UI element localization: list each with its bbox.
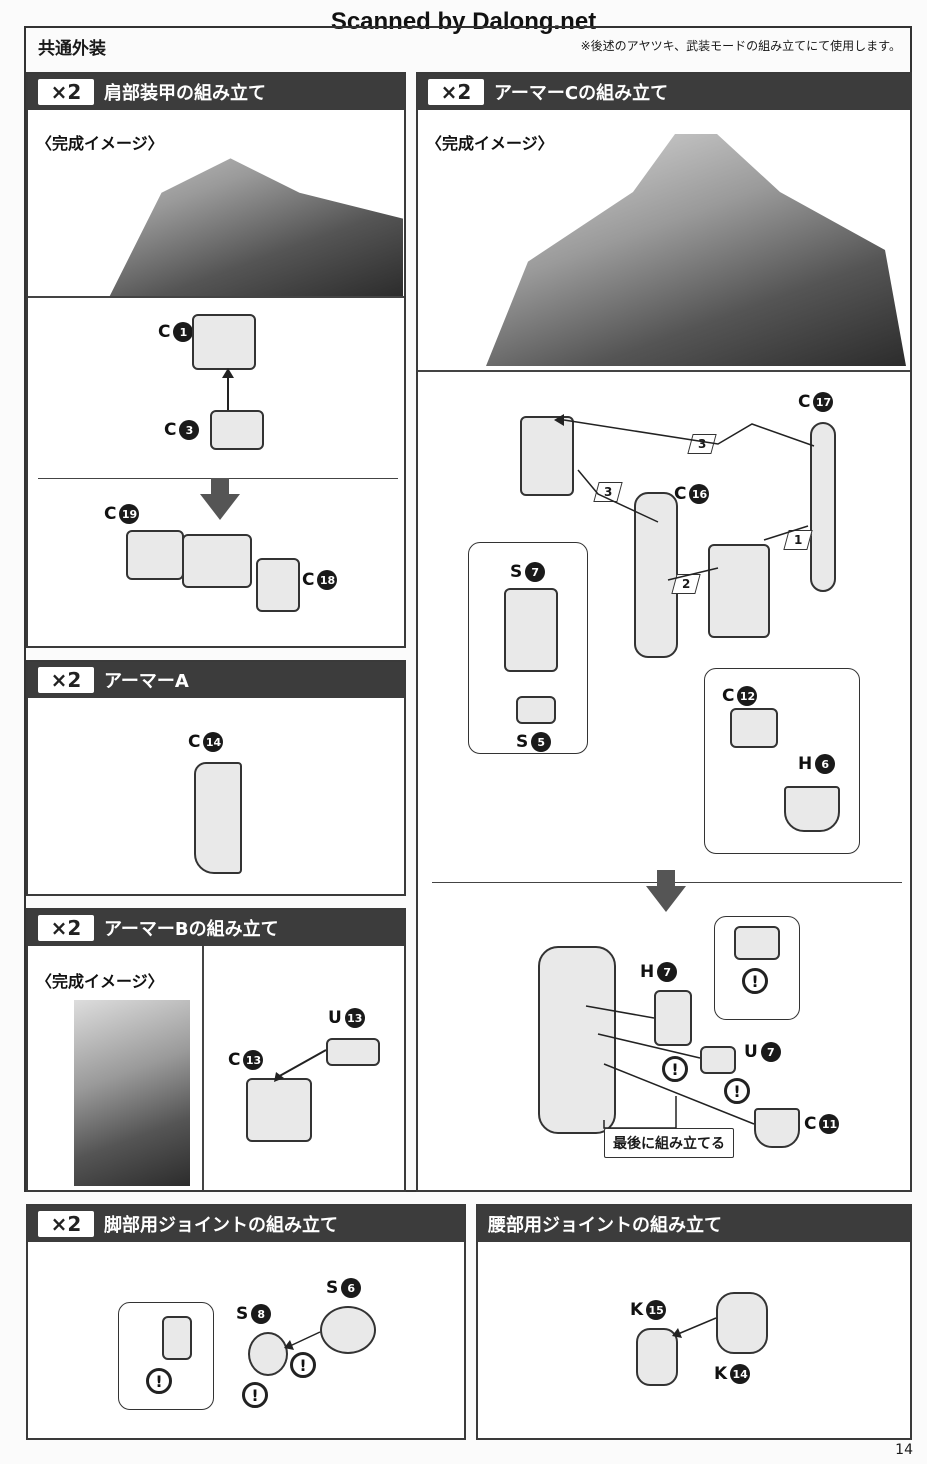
section-title: 脚部用ジョイントの組み立て xyxy=(104,1215,338,1236)
part-c1 xyxy=(192,314,256,370)
section-bar: ×2 アーマーA xyxy=(28,662,404,698)
part-c18 xyxy=(256,558,300,612)
image-label: 〈完成イメージ〉 xyxy=(36,134,164,153)
multiplier-badge: ×2 xyxy=(428,79,484,105)
part-u13 xyxy=(326,1038,380,1066)
down-arrow xyxy=(200,478,240,520)
part-s8 xyxy=(248,1332,288,1376)
section-bar: ×2 脚部用ジョイントの組み立て xyxy=(28,1206,464,1242)
multiplier-badge: ×2 xyxy=(38,1211,94,1237)
part-armor-c-assembly xyxy=(538,946,616,1134)
section-title: 腰部用ジョイントの組み立て xyxy=(488,1215,722,1236)
part-s6 xyxy=(320,1306,376,1354)
warning-icon: ! xyxy=(242,1382,268,1408)
watermark: Scanned by Dalong.net xyxy=(330,8,597,35)
part-h7 xyxy=(654,990,692,1046)
part-c13 xyxy=(246,1078,312,1142)
warning-icon: ! xyxy=(662,1056,688,1082)
part-c19 xyxy=(126,530,184,580)
part-c16 xyxy=(634,492,678,658)
part-c17 xyxy=(810,422,836,592)
warning-icon: ! xyxy=(742,968,768,994)
divider xyxy=(418,370,910,372)
multiplier-badge: ×2 xyxy=(38,79,94,105)
section-bar: ×2 アーマーCの組み立て xyxy=(418,74,910,110)
section-title: アーマーCの組み立て xyxy=(494,83,669,104)
assembly-arrows xyxy=(585,1005,755,1129)
section-bar: 腰部用ジョイントの組み立て xyxy=(478,1206,910,1242)
usage-note: ※後述のアヤツキ、武装モードの組み立てにて使用します。 xyxy=(580,39,901,53)
down-arrow xyxy=(646,870,686,912)
multiplier-badge: ×2 xyxy=(38,667,94,693)
part-armor-core xyxy=(520,416,574,496)
page-number: 14 xyxy=(895,1442,913,1458)
part-u7 xyxy=(700,1046,736,1074)
warning-icon: ! xyxy=(146,1368,172,1394)
warning-icon: ! xyxy=(724,1078,750,1104)
image-label: 〈完成イメージ〉 xyxy=(426,134,554,153)
part-shoulder-block xyxy=(708,544,770,638)
assembly-arrows xyxy=(284,1331,321,1350)
part-s8-detail xyxy=(162,1316,192,1360)
assembly-arrows xyxy=(554,414,815,581)
assemble-last-note: 最後に組み立てる xyxy=(604,1128,734,1158)
section-title: アーマーBの組み立て xyxy=(104,919,279,940)
part-c12 xyxy=(730,708,778,748)
section-title: 肩部装甲の組み立て xyxy=(104,83,266,104)
divider xyxy=(28,296,404,298)
part-c1-assembled xyxy=(182,534,252,588)
section-title: アーマーA xyxy=(104,671,189,692)
part-c14 xyxy=(194,762,242,874)
page-title: 共通外装 xyxy=(38,39,106,59)
multiplier-badge: ×2 xyxy=(38,915,94,941)
divider xyxy=(202,946,204,1190)
warning-icon: ! xyxy=(290,1352,316,1378)
part-s5 xyxy=(516,696,556,724)
assembly-arrows xyxy=(672,1317,717,1338)
section-bar: ×2 アーマーBの組み立て xyxy=(28,910,404,946)
part-h6 xyxy=(784,786,840,832)
part-s7 xyxy=(504,588,558,672)
part-c11 xyxy=(754,1108,800,1148)
part-k15 xyxy=(636,1328,678,1386)
section-bar: ×2 肩部装甲の組み立て xyxy=(28,74,404,110)
image-label: 〈完成イメージ〉 xyxy=(36,972,164,991)
part-c3 xyxy=(210,410,264,450)
assembly-arrows xyxy=(274,1049,327,1082)
part-u7-detail xyxy=(734,926,780,960)
completed-image-photo xyxy=(74,1000,190,1186)
part-k14 xyxy=(716,1292,768,1354)
